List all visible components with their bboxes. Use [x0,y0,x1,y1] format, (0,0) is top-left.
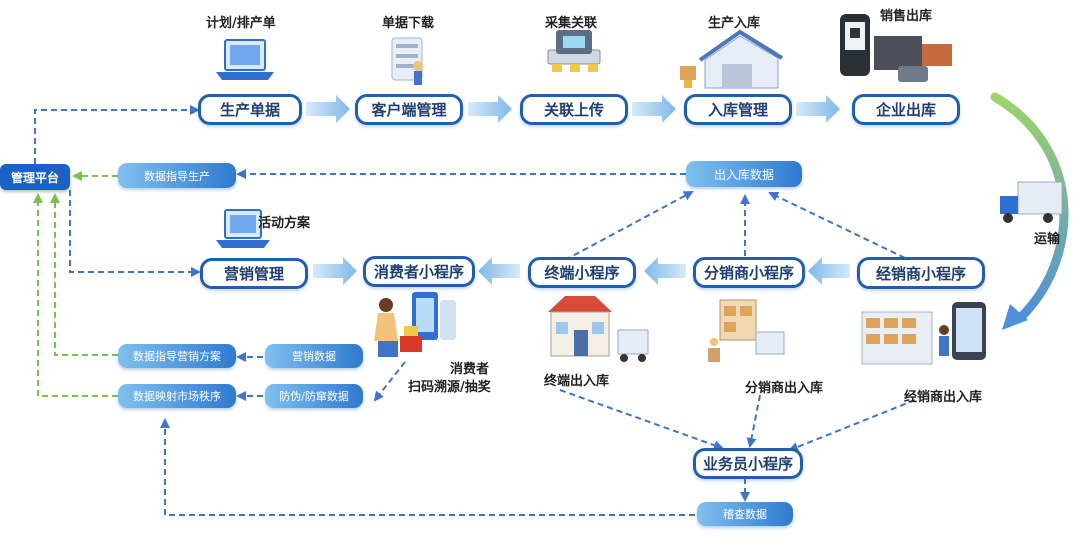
scanner-machine-illustration [547,30,601,72]
caption-sales-out: 销售出库 [880,9,933,24]
box-terminal-app[interactable]: 终端小程序 [528,257,636,288]
pill-marketing-guidance[interactable]: 数据指导营销方案 [118,344,236,368]
caption-transport: 运输 [1034,232,1061,247]
dealer-warehouse-illustration [861,302,986,365]
caption-download: 单据下载 [382,16,435,31]
box-enterprise-out[interactable]: 企业出库 [852,94,960,125]
pill-anti-counterfeit[interactable]: 防伪/防窜数据 [265,384,363,408]
caption-terminal-io: 终端出入库 [544,374,610,389]
pill-inspection-data[interactable]: 稽查数据 [697,502,793,526]
pill-marketing-data[interactable]: 营销数据 [265,344,363,368]
transport-curve-arrow [990,92,1069,330]
box-distributor-app[interactable]: 分销商小程序 [693,257,805,288]
box-production-doc[interactable]: 生产单据 [198,94,302,125]
warehouse-illustration [680,29,784,89]
store-illustration [548,296,649,362]
caption-consumer-scan: 扫码溯源/抽奖 [408,380,491,395]
box-marketing-mgmt[interactable]: 营销管理 [200,258,308,289]
truck-illustration [1000,181,1063,223]
box-dealer-app[interactable]: 经销商小程序 [857,257,985,289]
caption-activity: 活动方案 [258,216,311,231]
box-client-mgmt[interactable]: 客户端管理 [355,94,463,125]
activity-laptop-illustration [216,209,270,248]
caption-dealer-io: 经销商出入库 [904,390,983,405]
pill-production-guidance[interactable]: 数据指导生产 [118,163,236,188]
platform-green-links [33,171,118,397]
caption-distributor-io: 分销商出入库 [745,381,824,396]
top-block-arrows [306,95,840,123]
distributor-illustration [708,299,785,362]
caption-consumer: 消费者 [450,362,490,377]
box-warehouse-mgmt[interactable]: 入库管理 [684,94,792,125]
management-platform[interactable]: 管理平台 [0,164,70,190]
box-salesman-app[interactable]: 业务员小程序 [693,448,803,479]
pill-warehouse-data[interactable]: 出入库数据 [686,161,802,187]
middle-block-arrows [313,257,850,285]
box-consumer-app[interactable]: 消费者小程序 [363,256,475,287]
box-link-upload[interactable]: 关联上传 [520,94,628,125]
data-flow-links [373,191,916,502]
handheld-scanner-illustration [840,14,952,82]
consumer-illustration [374,292,456,357]
laptop-illustration [216,39,274,80]
caption-production-storage: 生产入库 [708,16,761,31]
printer-illustration [391,37,423,85]
platform-blue-links [34,105,696,516]
caption-plan: 计划/排产单 [206,16,276,31]
caption-collect: 采集关联 [545,16,598,31]
pill-market-order[interactable]: 数据映射市场秩序 [118,384,236,408]
